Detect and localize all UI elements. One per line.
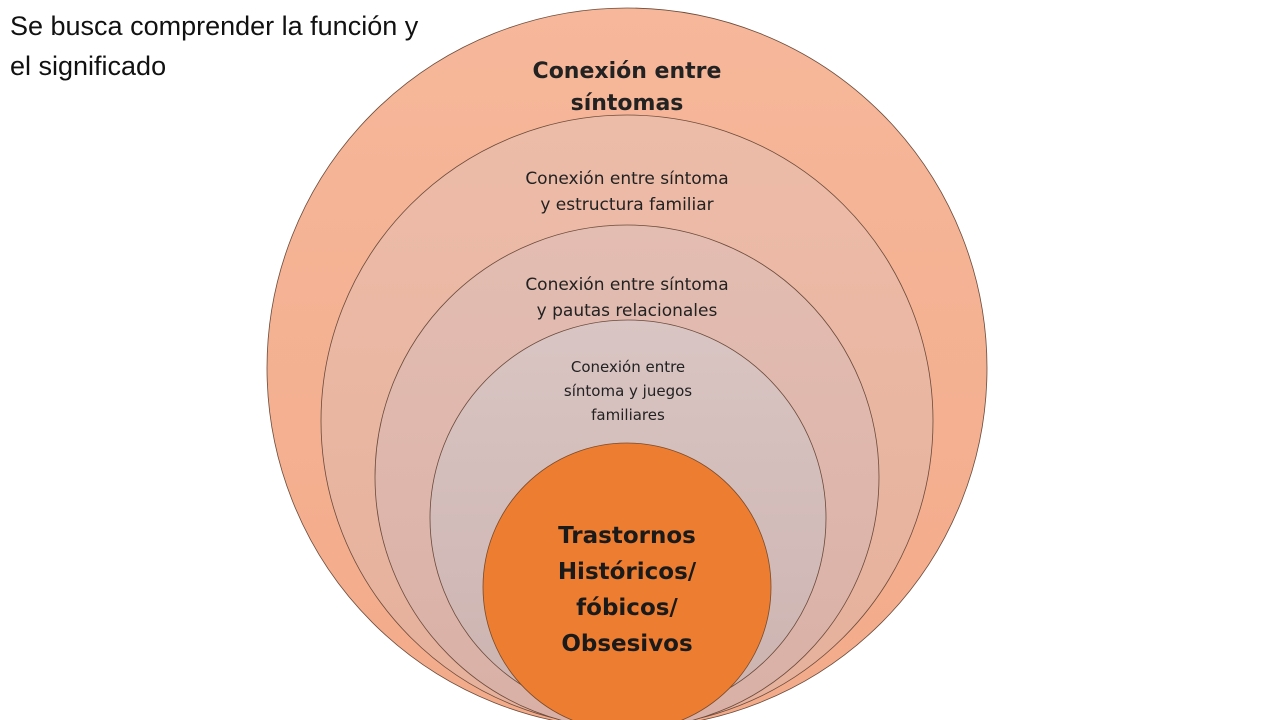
caption-line-1: Se busca comprender la función y	[10, 11, 419, 41]
outer-ring-label-line-1: Conexión entre	[533, 59, 722, 84]
ring-juegos-label-line-2: síntoma y juegos	[564, 382, 692, 400]
ring-estructura-label-line-1: Conexión entre síntoma	[525, 169, 728, 189]
core-label-line-2: Históricos/	[558, 559, 697, 585]
core-label-line-4: Obsesivos	[561, 631, 692, 657]
outer-ring-label-line-2: síntomas	[571, 91, 684, 116]
ring-estructura-label-line-2: y estructura familiar	[540, 195, 713, 215]
core-circle: Trastornos Históricos/ fóbicos/ Obsesivo…	[482, 442, 772, 720]
caption-text: Se busca comprender la función y el sign…	[10, 6, 470, 86]
core-label-line-1: Trastornos	[558, 523, 696, 549]
caption-line-2: el significado	[10, 51, 167, 81]
ring-pautas-label-line-2: y pautas relacionales	[537, 301, 718, 321]
core-circle-shape	[482, 442, 772, 720]
core-label-line-3: fóbicos/	[576, 595, 678, 621]
ring-juegos-label-line-1: Conexión entre	[571, 358, 685, 376]
ring-pautas-label-line-1: Conexión entre síntoma	[525, 275, 728, 295]
ring-juegos-label-line-3: familiares	[591, 406, 665, 424]
